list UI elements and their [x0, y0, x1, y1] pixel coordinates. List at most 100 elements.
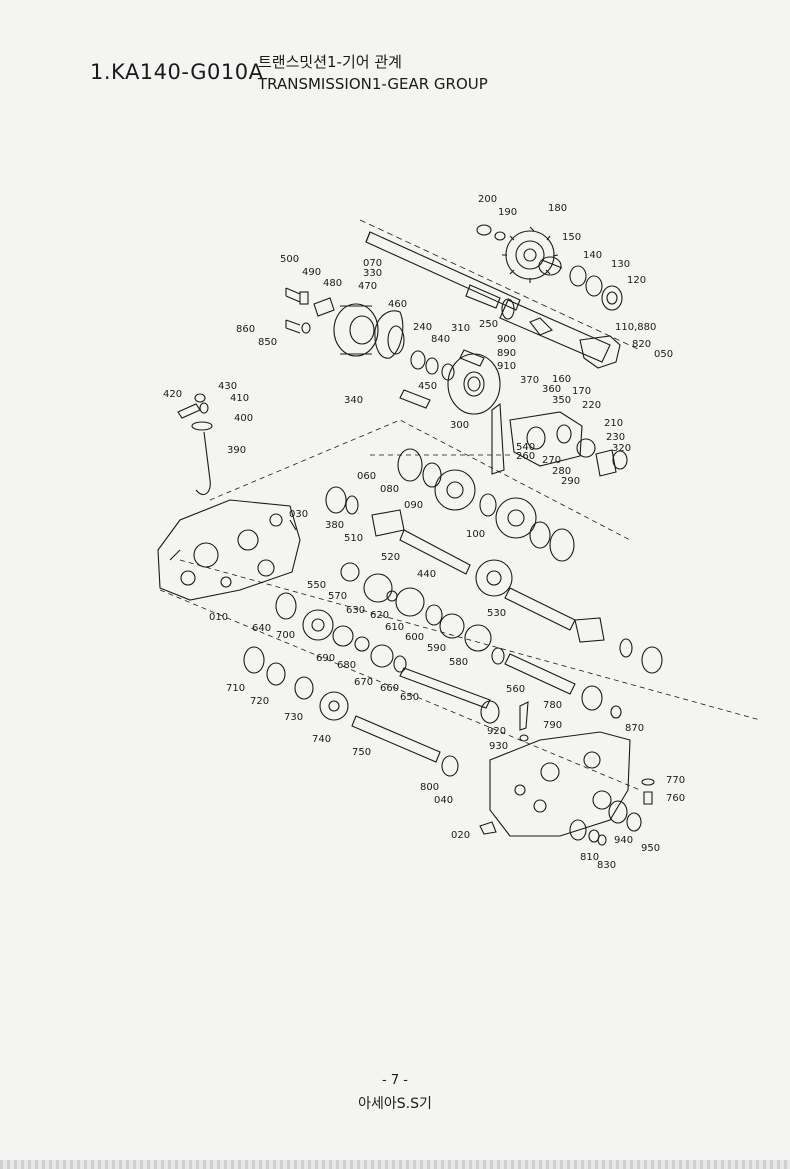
part-label: 600: [405, 632, 424, 643]
title-english: TRANSMISSION1-GEAR GROUP: [258, 75, 488, 93]
part-label: 850: [258, 337, 277, 348]
part-label: 400: [234, 413, 253, 424]
part-label: 270: [542, 455, 561, 466]
part-label: 410: [230, 393, 249, 404]
part-label: 800: [420, 782, 439, 793]
assembly-lines: [159, 419, 761, 791]
transmission-case-left: [157, 499, 301, 601]
part-label: 910: [497, 361, 516, 372]
part-label: 810: [580, 852, 599, 863]
sprocket-assembly: [476, 224, 623, 311]
part-label: 130: [611, 259, 630, 270]
part-label: 150: [562, 232, 581, 243]
part-label: 520: [381, 552, 400, 563]
part-label: 250: [479, 319, 498, 330]
part-label: 930: [489, 741, 508, 752]
part-label: 860: [236, 324, 255, 335]
diagram-drawing: [157, 219, 761, 846]
part-label: 350: [552, 395, 571, 406]
part-label: 550: [307, 580, 326, 591]
part-label: 100: [466, 529, 485, 540]
part-label: 070: [363, 258, 382, 269]
part-label: 020: [451, 830, 470, 841]
part-label: 420: [163, 389, 182, 400]
part-label: 330: [363, 268, 382, 279]
bracket-220: [491, 402, 628, 477]
part-label: 380: [325, 520, 344, 531]
part-label: 700: [276, 630, 295, 641]
part-label: 190: [498, 207, 517, 218]
part-label: 040: [434, 795, 453, 806]
part-label: 440: [417, 569, 436, 580]
part-label: 340: [344, 395, 363, 406]
part-label: 220: [582, 400, 601, 411]
page-number: - 7 -: [382, 1073, 408, 1088]
part-label: 900: [497, 334, 516, 345]
part-label: 010: [209, 612, 228, 623]
part-label: 560: [506, 684, 525, 695]
publisher-name: 아세아S.S기: [358, 1096, 432, 1112]
part-label: 570: [328, 591, 347, 602]
part-label: 360: [542, 384, 561, 395]
part-label: 920: [487, 726, 506, 737]
part-label: 280: [552, 466, 571, 477]
part-label: 500: [280, 254, 299, 265]
catalog-code: 1.KA140-G010A: [90, 60, 264, 84]
scan-bottom-edge: [0, 1160, 790, 1169]
part-label: 630: [346, 605, 365, 616]
pulley-assembly: [285, 287, 405, 359]
part-label: 950: [641, 843, 660, 854]
part-label: 050: [654, 349, 673, 360]
part-label: 710: [226, 683, 245, 694]
part-label: 690: [316, 653, 335, 664]
part-label: 090: [404, 500, 423, 511]
part-label: 460: [388, 299, 407, 310]
part-label: 080: [380, 484, 399, 495]
part-label: 310: [451, 323, 470, 334]
part-label: 670: [354, 677, 373, 688]
part-label: 180: [548, 203, 567, 214]
part-label: 140: [583, 250, 602, 261]
part-label: 230: [606, 432, 625, 443]
part-label: 720: [250, 696, 269, 707]
part-label: 730: [284, 712, 303, 723]
part-label: 640: [252, 623, 271, 634]
part-label: 760: [666, 793, 685, 804]
part-label: 470: [358, 281, 377, 292]
part-label: 290: [561, 476, 580, 487]
mid-upper-parts: [399, 349, 501, 415]
part-label: 590: [427, 643, 446, 654]
part-label: 030: [289, 509, 308, 520]
part-label: 490: [302, 267, 321, 278]
part-label: 390: [227, 445, 246, 456]
part-label: 240: [413, 322, 432, 333]
countershaft-upper: [325, 448, 575, 575]
part-label: 840: [431, 334, 450, 345]
part-label: 650: [400, 692, 419, 703]
part-label: 940: [614, 835, 633, 846]
part-label: 320: [612, 443, 631, 454]
part-label: 510: [344, 533, 363, 544]
part-label: 680: [337, 660, 356, 671]
part-label: 300: [450, 420, 469, 431]
part-label: 830: [597, 860, 616, 871]
part-label: 740: [312, 734, 331, 745]
lower-shaft-gears: [243, 592, 622, 777]
part-label: 890: [497, 348, 516, 359]
part-label: 060: [357, 471, 376, 482]
part-label: 210: [604, 418, 623, 429]
title-korean: 트랜스밋션1-기어 관계: [258, 53, 402, 71]
part-label: 610: [385, 622, 404, 633]
part-label: 780: [543, 700, 562, 711]
part-label: 790: [543, 720, 562, 731]
part-label: 750: [352, 747, 371, 758]
part-label: 660: [380, 683, 399, 694]
part-label: 480: [323, 278, 342, 289]
part-label: 200: [478, 194, 497, 205]
part-label: 160: [552, 374, 571, 385]
main-shaft-middle: [340, 559, 663, 674]
part-label: 430: [218, 381, 237, 392]
part-label: 170: [572, 386, 591, 397]
part-label: 870: [625, 723, 644, 734]
